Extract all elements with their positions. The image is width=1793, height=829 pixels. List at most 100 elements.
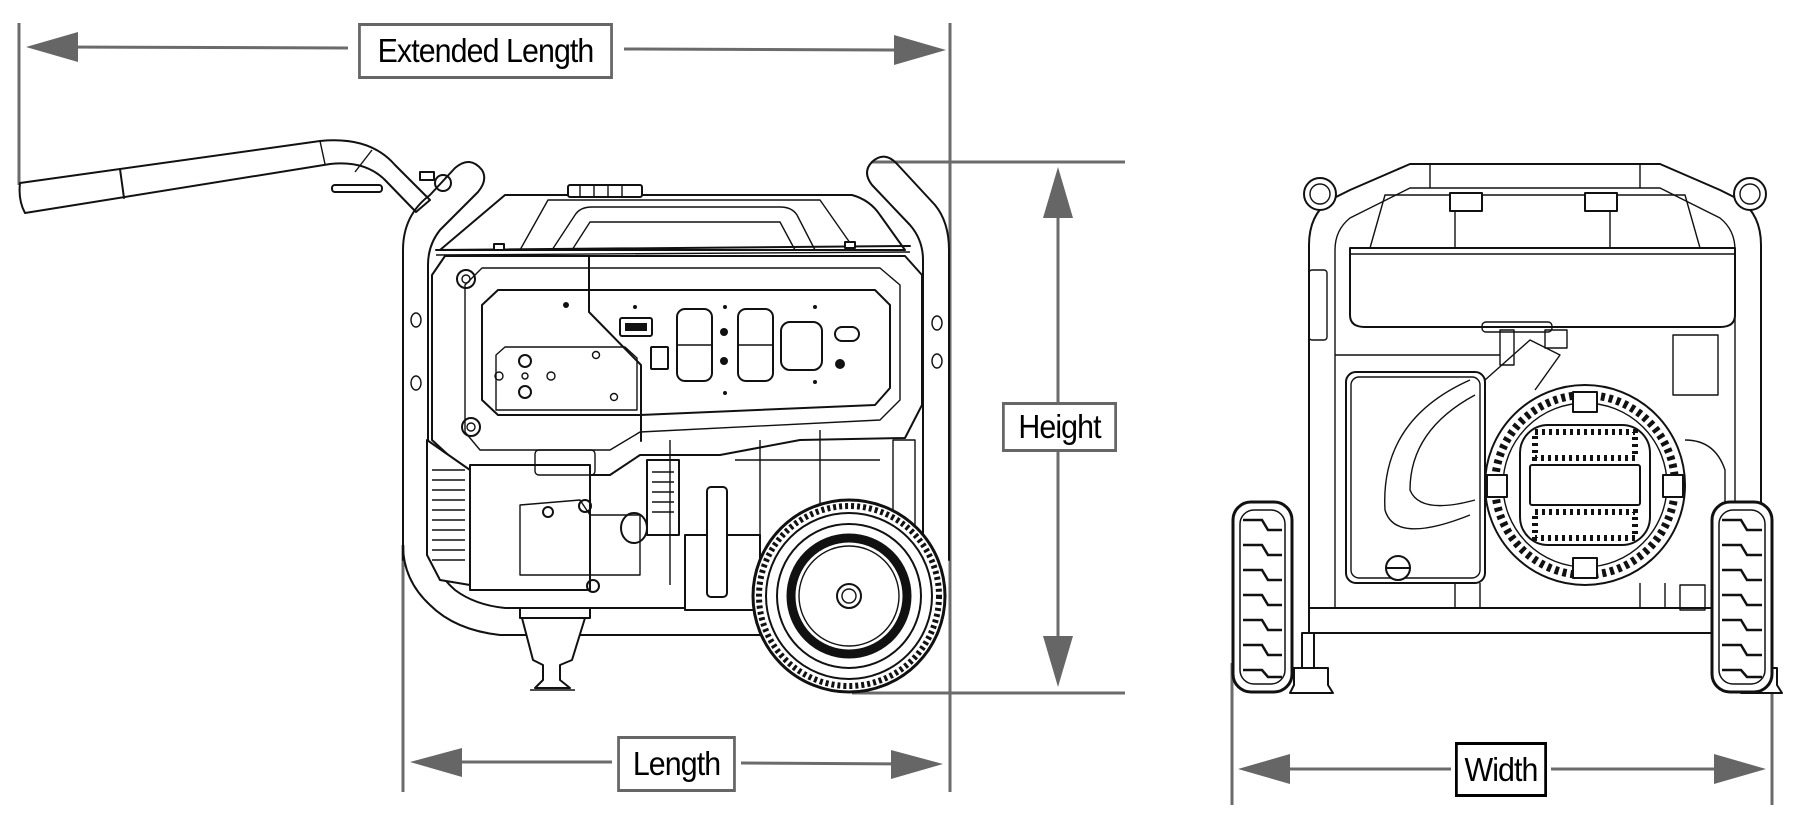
- foot-post: [1301, 632, 1315, 669]
- reset-switch: [650, 346, 669, 370]
- arrow-right-icon: [1714, 754, 1766, 784]
- rim: [786, 533, 912, 659]
- panel-screw: [521, 372, 529, 380]
- tire-sidewall: [765, 512, 933, 680]
- recoil-label-plate: [1529, 464, 1641, 506]
- twist-lock-outlet: [780, 321, 823, 371]
- air-filter-swoosh: [1384, 379, 1471, 530]
- right-wheel-tread: [1722, 518, 1762, 679]
- tank-top: [1369, 194, 1701, 249]
- usb-port: [834, 326, 860, 342]
- oil-fill-cap: [620, 512, 648, 544]
- outlet-screw: [720, 328, 728, 336]
- length-label: Length: [617, 736, 736, 792]
- tire-tread: [756, 503, 942, 689]
- engine-bolt: [578, 499, 592, 513]
- frame-inner-outline: [1334, 187, 1736, 610]
- handle-grip-sleeve: [119, 168, 125, 199]
- fuel-tank-carry-handle: [551, 206, 816, 251]
- front-wheels: [1231, 500, 1774, 694]
- frame-hole: [410, 375, 422, 391]
- fuel-valve-knob: [518, 385, 532, 399]
- recoil-mount: [1572, 557, 1598, 579]
- recoil-mount: [1486, 474, 1508, 498]
- left-wheel-tread-outline: [1239, 509, 1286, 685]
- tire: [751, 498, 947, 694]
- panel-bolt: [456, 269, 476, 289]
- rim-inner: [798, 545, 900, 647]
- control-panel: [431, 255, 923, 476]
- length-dimension: [401, 545, 943, 792]
- frame-bracket: [1308, 269, 1328, 341]
- fuel-tank-ridge: [519, 199, 856, 251]
- panel-bolt: [461, 417, 481, 437]
- air-filter-cover-inner: [1350, 376, 1481, 579]
- tank-tab: [1449, 192, 1483, 212]
- handle-lock-pin: [331, 184, 383, 193]
- recoil-slots-top: [1532, 429, 1638, 461]
- fuel-line: [1499, 329, 1515, 366]
- arrow-left-icon: [410, 748, 462, 777]
- frame-hole: [410, 312, 422, 328]
- panel-rivet: [723, 391, 727, 395]
- panel-screw: [591, 350, 601, 360]
- outlet-screw: [720, 357, 728, 365]
- extended-length-dimension: [17, 23, 952, 792]
- panel-rivet: [813, 305, 817, 309]
- base-rail: [1308, 607, 1762, 634]
- handle-joint: [354, 149, 373, 173]
- tank-tab: [1584, 192, 1618, 212]
- recoil-mount: [1572, 391, 1598, 413]
- frame-right-tube: [871, 155, 950, 561]
- panel-bolt-center: [461, 274, 471, 284]
- side-wheel: [751, 498, 947, 694]
- recoil-slots-bottom: [1532, 509, 1638, 541]
- right-handle-knob: [1733, 177, 1767, 211]
- air-filter-swoosh-inner: [1409, 394, 1476, 507]
- fuel-tank-seam: [435, 245, 911, 251]
- arrow-right-icon: [894, 35, 946, 65]
- frame-hole: [931, 315, 943, 331]
- side-view-generator: [18, 139, 950, 694]
- front-view-generator: [1231, 163, 1783, 694]
- extended-length-left-leader: [59, 45, 349, 50]
- handle-joint: [319, 140, 326, 165]
- frame-left-tube: [402, 161, 486, 561]
- foot-bracket: [519, 607, 591, 619]
- extended-length-label: Extended Length: [358, 23, 613, 79]
- left-handle-knob: [1303, 177, 1337, 211]
- fuel-valve: [1481, 321, 1553, 333]
- wheel-hub-center: [841, 588, 857, 604]
- panel-rivet: [633, 305, 637, 309]
- panel-rivet: [723, 305, 727, 309]
- tow-handle: [18, 139, 452, 214]
- support-foot: [521, 617, 586, 689]
- alternator-cover: [1672, 334, 1719, 396]
- fuel-tank: [435, 184, 911, 256]
- front-engine: [1335, 329, 1726, 611]
- drain-plug: [586, 579, 600, 593]
- ground-terminal: [835, 359, 845, 369]
- recoil-mount: [1662, 474, 1684, 498]
- air-filter-cover: [1345, 371, 1486, 584]
- choke-knob: [518, 354, 532, 368]
- handle-bracket: [419, 171, 435, 181]
- control-panel-divider: [588, 255, 642, 442]
- engine-bolt: [542, 506, 554, 518]
- panel-screw: [494, 371, 504, 381]
- tank-body: [1349, 247, 1736, 328]
- arrow-left-icon: [1238, 754, 1290, 784]
- recoil-plate: [495, 346, 638, 411]
- panel-screw: [546, 371, 556, 381]
- right-wheel-tread-outline: [1718, 509, 1766, 685]
- knob-center: [1309, 183, 1331, 205]
- width-label: Width: [1455, 742, 1547, 797]
- arrow-left-icon: [26, 32, 78, 62]
- muffler-guard: [426, 439, 471, 586]
- frame-right-tube-inner: [866, 161, 924, 561]
- fuel-cap: [567, 184, 643, 198]
- engine-block: [469, 464, 591, 591]
- engine: [426, 430, 916, 691]
